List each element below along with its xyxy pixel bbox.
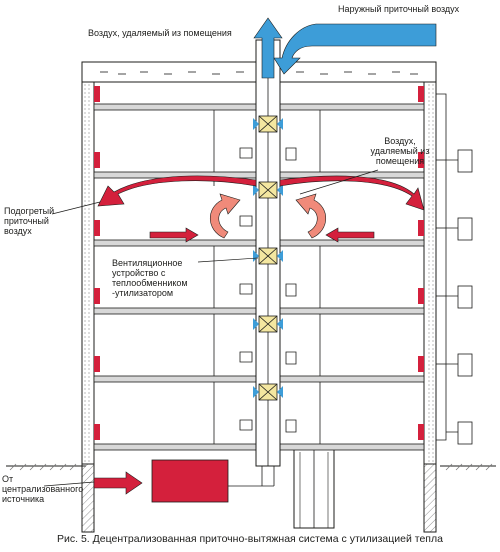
source-line-2: централизованного [2, 484, 84, 494]
floor-slabs [93, 103, 425, 451]
radiators [94, 86, 424, 440]
room-exhaust-line-1: Воздух, [384, 136, 416, 146]
vent-line-1: Вентиляционное [112, 258, 183, 268]
heated-line-3: воздух [4, 226, 32, 236]
source-line-3: источника [2, 494, 45, 504]
grilles [253, 118, 283, 398]
source-label: От централизованного источника [2, 474, 83, 504]
outdoor-air-arrow [273, 23, 437, 75]
ground [6, 463, 496, 471]
recirculation-arrows [209, 193, 327, 239]
vent-line-3: теплообменником [112, 278, 188, 288]
leader-lines [43, 169, 379, 487]
vent-line-4: -утилизатором [112, 288, 174, 298]
room-exhaust-label: Воздух, удаляемый из помещения [352, 136, 448, 166]
heated-supply-arrows [97, 175, 425, 243]
heated-line-2: приточный [4, 216, 49, 226]
exhaust-arrow [253, 17, 283, 79]
figure-caption: Рис. 5. Децентрализованная приточно-вытя… [57, 533, 443, 545]
outdoor-air-label: Наружный приточный воздух [338, 4, 460, 14]
heated-line-1: Подогретый [4, 206, 55, 216]
vent-unit-label: Вентиляционное устройство с теплообменни… [112, 258, 188, 298]
room-exhaust-line-3: помещения [375, 156, 425, 166]
source-line-1: От [2, 474, 14, 484]
vent-line-2: устройство с [112, 268, 166, 278]
heating-risers [436, 93, 473, 445]
building [81, 61, 437, 533]
exhaust-air-label: Воздух, удаляемый из помещения [88, 28, 232, 38]
heated-air-label: Подогретый приточный воздух [4, 206, 54, 236]
basement-equipment [93, 459, 229, 503]
room-exhaust-line-2: удаляемый из [370, 146, 430, 156]
